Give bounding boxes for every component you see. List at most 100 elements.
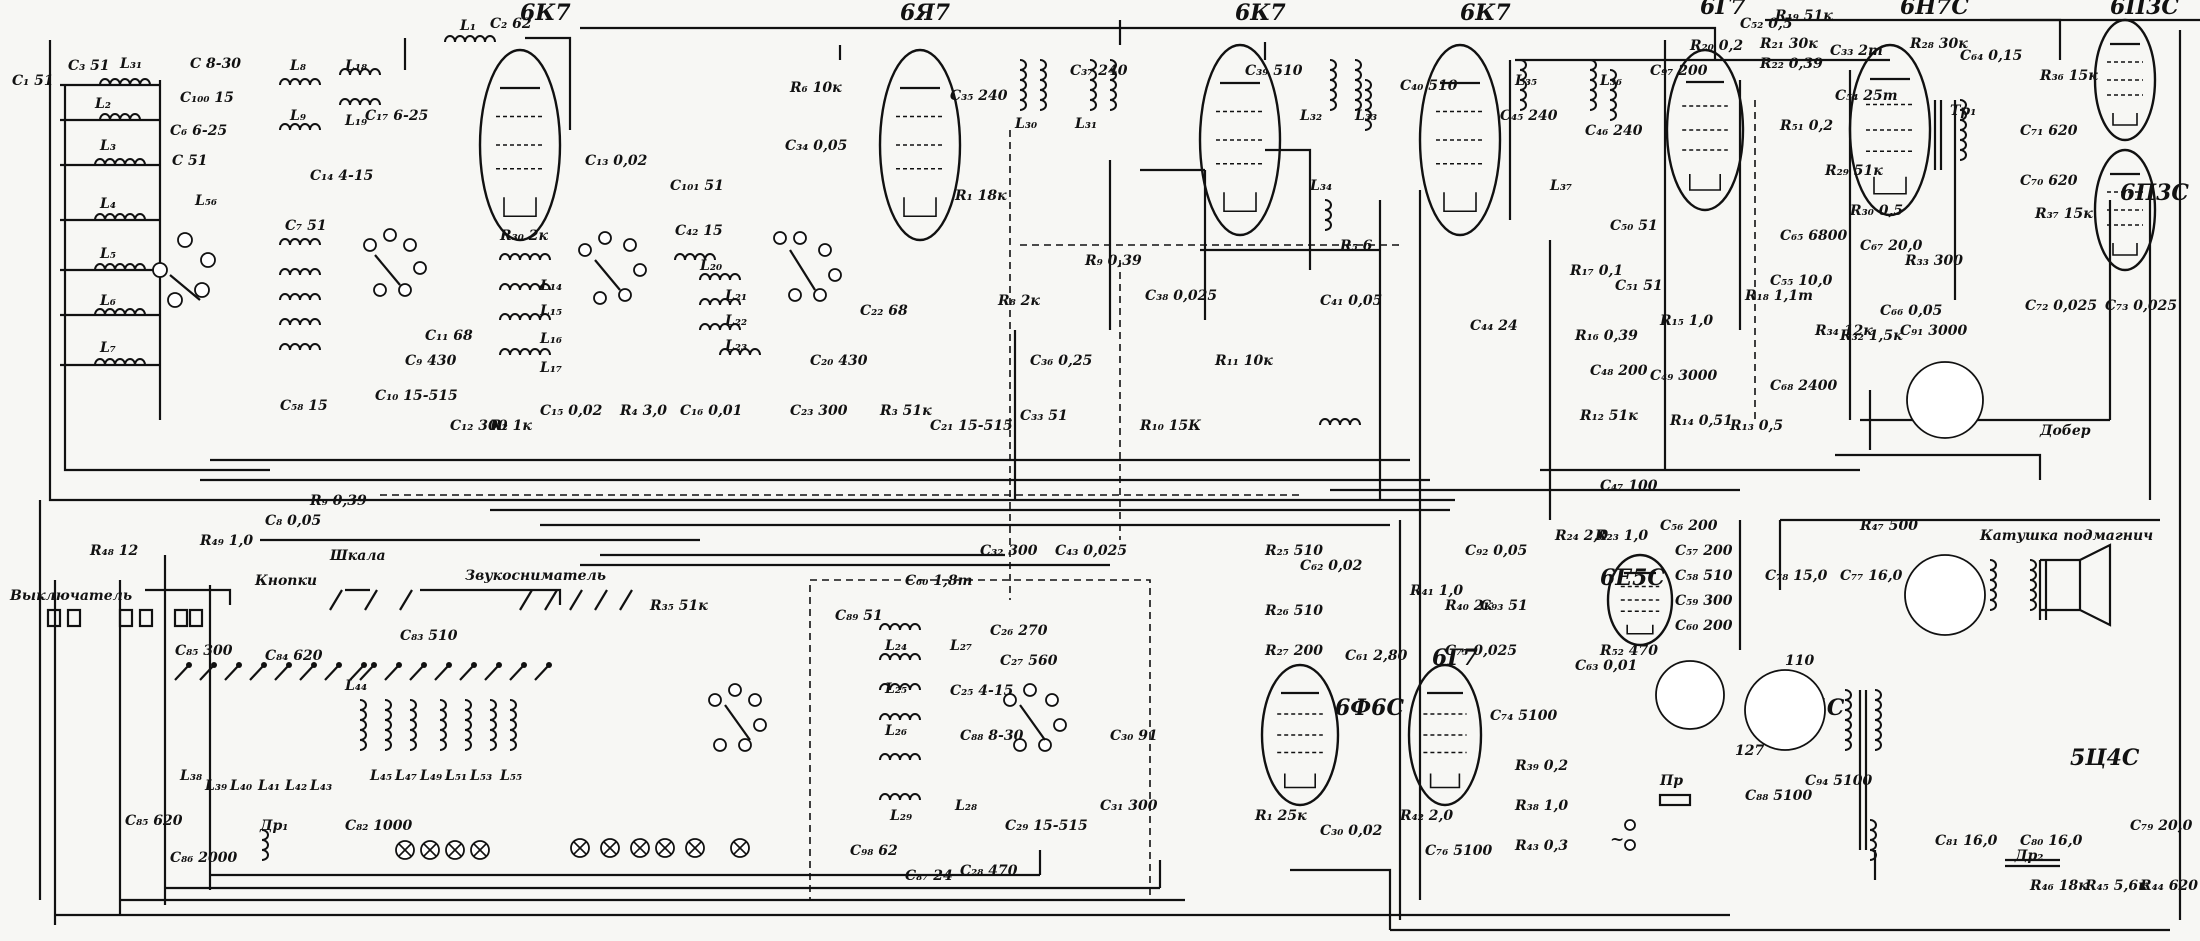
component-label-r46: R₄₆ 18к [2029, 878, 2088, 894]
tube-label: 6Я7 [900, 0, 951, 26]
component-label-c52: C₅₂ 0,5 [1740, 16, 1793, 32]
component-label-c21: C₂₁ 15-515 [930, 418, 1013, 434]
component-label-c5: C 51 [172, 153, 208, 169]
component-label-r23: R₂₃ 1,0 [1594, 528, 1648, 544]
component-label-c26: C₂₆ 270 [990, 623, 1048, 639]
component-label-r17: R₁₇ 0,1 [1569, 263, 1623, 279]
component-label-c100: C₁₀₀ 15 [180, 90, 234, 106]
component-label-r51: R₅₁ 0,2 [1779, 118, 1833, 134]
tube-label: 6К7 [1235, 0, 1286, 26]
component-label-c75: C₇₅ 0,025 [1445, 643, 1517, 659]
component-label-r30: R₃₀ 2к [499, 228, 549, 244]
component-label-c66: C₆₆ 0,05 [1880, 303, 1942, 319]
component-label-c93: C₉₃ 51 [1480, 598, 1528, 614]
component-label-c56: C₅₆ 200 [1660, 518, 1718, 534]
component-label-c28: C₂₈ 470 [960, 863, 1018, 879]
tube-t9: 6Е5С [1600, 553, 1674, 647]
component-label-c32: C₃₂ 300 [980, 543, 1038, 559]
component-label-vykl: Выключатель [9, 588, 132, 604]
component-label-l14: L₁₄ [539, 278, 562, 294]
component-label-c37: C₃₇ 240 [1070, 63, 1128, 79]
component-label-katushka: Катушка подмагнич [1979, 528, 2153, 544]
component-label-c39: C₃₉ 510 [1245, 63, 1303, 79]
component-label-l51: L₅₁ [444, 768, 467, 784]
component-label-r45: R₄₅ 5,6к [2084, 878, 2148, 894]
component-label-r3: R₃ 51к [879, 403, 932, 419]
tube-label: 5Ц4С [2070, 745, 2140, 771]
component-label-c12: C₁₂ 300 [450, 418, 508, 434]
tube-label: 6Е5С [1600, 565, 1665, 591]
component-label-c44: C₄₄ 24 [1470, 318, 1518, 334]
component-label-c87: C₈₇ 24 [905, 868, 953, 884]
component-label-l3: L₃ [99, 138, 116, 154]
component-label-l19: L₁₉ [344, 113, 367, 129]
tube-t11: 6Г7 [1407, 645, 1483, 807]
component-label-r42: R₄₂ 2,0 [1399, 808, 1453, 824]
component-label-l18: L₁₈ [344, 58, 367, 74]
component-label-c20: C₂₀ 430 [810, 353, 868, 369]
component-label-dr1: Др₁ [259, 818, 288, 834]
component-label-c42: C₄₂ 15 [675, 223, 723, 239]
component-label-pr: Пр [1659, 773, 1683, 789]
component-label-c82: C₈₂ 1000 [345, 818, 413, 834]
component-label-c67: C₆₇ 20,0 [1860, 238, 1923, 254]
component-label-l26: L₂₆ [884, 723, 907, 739]
component-label-c65: C₆₅ 6800 [1780, 228, 1848, 244]
component-label-c89: C₈₉ 51 [835, 608, 883, 624]
component-label-c78: C₇₈ 15,0 [1765, 568, 1828, 584]
component-label-l32: L₃₂ [1299, 108, 1322, 124]
component-label-tr1: Тр₁ [1950, 103, 1976, 119]
component-label-c47: C₄₇ 100 [1600, 478, 1658, 494]
component-label-l55: L₅₅ [499, 768, 522, 784]
component-label-r37: R₃₇ 15к [2034, 206, 2093, 222]
component-label-l47: L₄₇ [394, 768, 417, 784]
component-label-c88: C₈₈ 8-30 [960, 728, 1024, 744]
component-label-c8: C₈ 0,05 [265, 513, 321, 529]
component-label-r8: R₈ 2к [997, 293, 1040, 309]
component-label-r5: R₅ 6 [1339, 238, 1373, 254]
component-label-r21: R₂₁ 30к [1759, 36, 1818, 52]
component-label-c91: C₉₁ 3000 [1900, 323, 1968, 339]
component-label-c50: C₅₀ 51 [1610, 218, 1658, 234]
component-label-c36: C₃₆ 0,25 [1030, 353, 1092, 369]
component-label-r14: R₁₄ 0,51 [1669, 413, 1733, 429]
component-label-c10: C₁₀ 15-515 [375, 388, 458, 404]
component-label-c62: C₆₂ 0,02 [1300, 558, 1363, 574]
component-label-l35: L₃₅ [1514, 73, 1537, 89]
component-label-shkala: Шкала [329, 548, 386, 564]
component-label-r9b: R₉ 0,39 [309, 493, 367, 509]
component-label-c13: C₁₃ 0,02 [585, 153, 648, 169]
component-label-r13: R₁₃ 0,5 [1729, 418, 1783, 434]
component-label-l53: L₅₃ [469, 768, 492, 784]
tube-label: 6Ф6С [1335, 695, 1404, 721]
component-label-r4: R₄ 3,0 [619, 403, 667, 419]
component-label-r26: R₂₆ 510 [1264, 603, 1323, 619]
component-label-c72: C₇₂ 0,025 [2025, 298, 2097, 314]
component-label-c33: C₃₃ 51 [1020, 408, 1068, 424]
component-label-r15: R₁₅ 1,0 [1659, 313, 1713, 329]
component-label-c40: C₄₀ 510 [1400, 78, 1458, 94]
component-label-c57: C₅₇ 200 [1675, 543, 1733, 559]
component-label-c101: C₁₀₁ 51 [670, 178, 724, 194]
component-label-l15: L₁₅ [539, 303, 562, 319]
component-label-c94: C₉₄ 5100 [1805, 773, 1873, 789]
component-label-l37: L₃₇ [1549, 178, 1572, 194]
component-label-knopki: Кнопки [254, 573, 317, 589]
component-label-r19: R₁₉ 51к [1774, 8, 1833, 24]
component-label-l5: L₅ [99, 246, 116, 262]
component-label-c48: C₄₈ 200 [1590, 363, 1648, 379]
component-label-c6: C₆ 6-25 [170, 123, 227, 139]
component-label-l6: L₆ [99, 293, 116, 309]
component-label-r38: R₃₈ 1,0 [1514, 798, 1568, 814]
component-label-c55: C₅₅ 10,0 [1770, 273, 1833, 289]
component-label-r40: R₄₀ 2к [1444, 598, 1494, 614]
component-label-c59: C₅₉ 300 [1675, 593, 1733, 609]
component-label-c61: C₆₁ 2,80 [1345, 648, 1408, 664]
component-label-r49: R₄₉ 1,0 [199, 533, 253, 549]
tube-t3: 6К7 [1198, 0, 1286, 237]
component-label-r35: R₃₅ 51к [649, 598, 708, 614]
component-label-c38: C₃₈ 0,025 [1145, 288, 1217, 304]
component-label-l21: L₂₁ [724, 288, 747, 304]
component-label-r6: R₆ 10к [789, 80, 842, 96]
tube-label: 6Н7С [1900, 0, 1969, 20]
